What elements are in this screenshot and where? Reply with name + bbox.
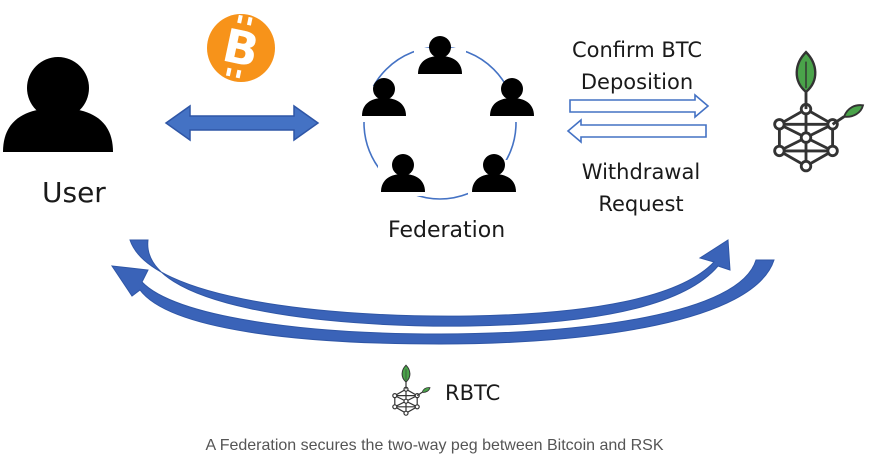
withdraw-label-line2: Request [598,192,684,216]
withdraw-label-line1: Withdrawal [581,160,701,184]
peg-in-swoosh [129,239,731,327]
federation-member-icon [468,154,520,196]
federation-group [358,36,538,200]
confirm-deposition-label: Confirm BTC Deposition [562,34,712,98]
user-label: User [42,176,106,209]
user-federation-arrow [164,104,320,142]
federation-member-icon [486,78,538,122]
federation-label: Federation [388,218,506,243]
rbtc-label: RBTC [445,381,501,405]
figure-caption: A Federation secures the two-way peg bet… [205,437,664,454]
user-silhouette-icon [3,57,113,152]
bitcoin-logo-icon: B [207,14,275,82]
confirm-label-line1: Confirm BTC [571,38,703,62]
federation-member-icon [358,78,410,122]
rsk-logo-icon [773,50,865,173]
confirm-deposition-arrow [569,93,710,119]
federation-member-icon [378,154,430,196]
peg-out-swoosh [110,259,775,345]
rbtc-logo-icon [392,364,431,416]
federation-member-icon [414,36,466,80]
withdrawal-request-label: Withdrawal Request [566,156,716,220]
withdrawal-request-arrow [566,118,707,144]
confirm-label-line2: Deposition [580,70,694,94]
